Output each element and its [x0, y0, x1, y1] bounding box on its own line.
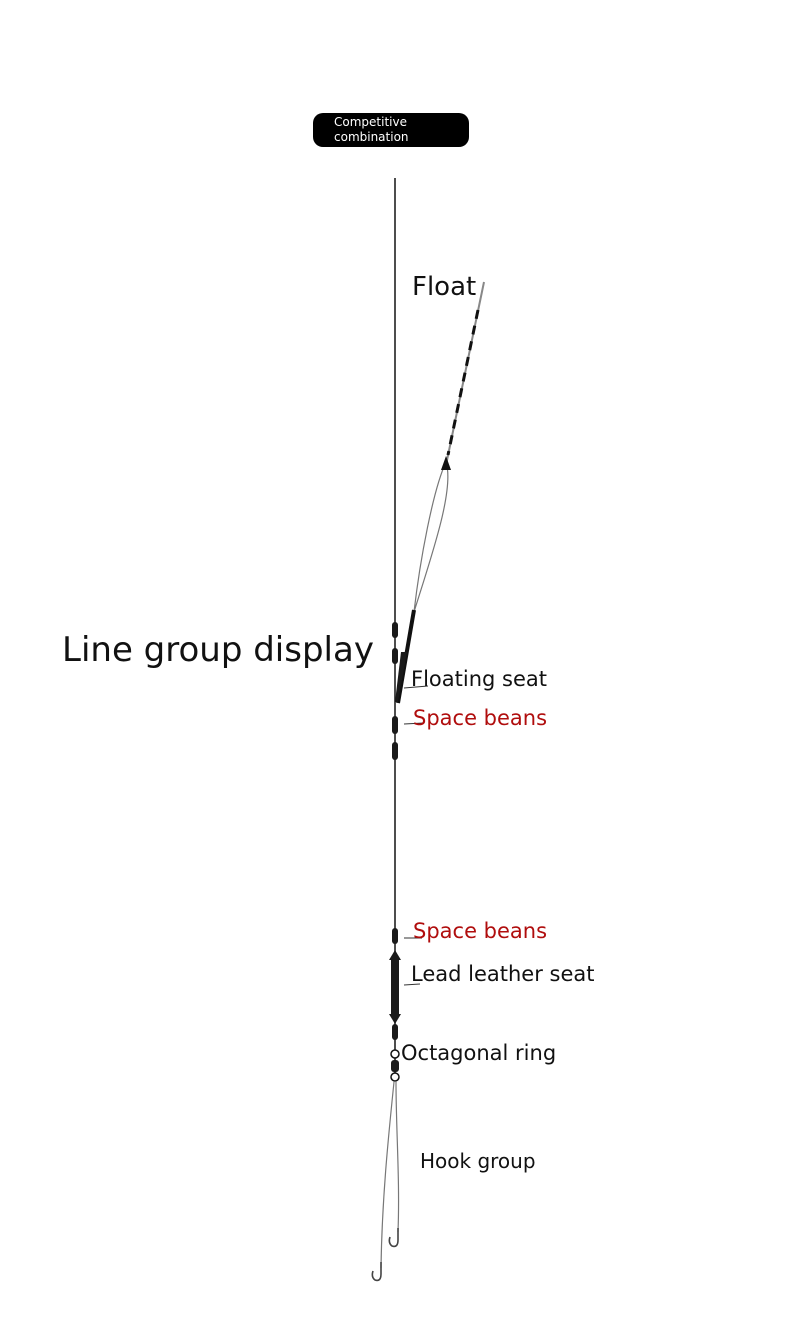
float-tip-stripes — [446, 309, 480, 456]
float-body — [413, 460, 449, 613]
float-label: Float — [412, 272, 477, 302]
badge-line-1: Competitive — [334, 115, 407, 129]
lead-leather-seat — [391, 956, 399, 1018]
line-group-display-title: Line group display — [62, 630, 374, 670]
hook-right — [388, 1228, 399, 1248]
lead-seat-bottom-cap — [389, 1014, 401, 1024]
space-bean-upper-2 — [392, 742, 398, 760]
floating-seat-label: Floating seat — [411, 667, 547, 691]
octagonal-ring-top — [390, 1049, 400, 1059]
space-beans-lower-label: Space beans — [413, 919, 548, 943]
floating-seat-pointer — [403, 685, 429, 689]
competitive-combination-badge: Competitive combination — [313, 113, 469, 147]
float-shoulder — [441, 456, 451, 470]
octagonal-ring-bottom — [390, 1072, 400, 1082]
space-bean-lower — [392, 928, 398, 944]
floating-seat-sleeve — [395, 652, 407, 702]
space-beans-upper-pointer — [403, 722, 425, 725]
lead-seat-pointer — [403, 983, 421, 986]
lead-leather-seat-label: Lead leather seat — [411, 962, 595, 986]
hook-left — [371, 1262, 382, 1282]
floating-seat — [392, 622, 398, 638]
hook-group-label: Hook group — [420, 1149, 536, 1173]
badge-line-2: combination — [334, 130, 409, 144]
space-beans-upper-label: Space beans — [413, 706, 548, 730]
hook-line-left — [380, 1081, 395, 1269]
floating-seat-lower — [392, 648, 398, 664]
float-illustration — [396, 281, 485, 704]
octagonal-ring-label: Octagonal ring — [401, 1041, 557, 1065]
hook-line-right — [395, 1081, 400, 1233]
octagonal-ring-swivel — [391, 1060, 399, 1072]
lead-seat-stopper — [392, 1024, 398, 1040]
space-bean-upper-1 — [392, 716, 398, 734]
